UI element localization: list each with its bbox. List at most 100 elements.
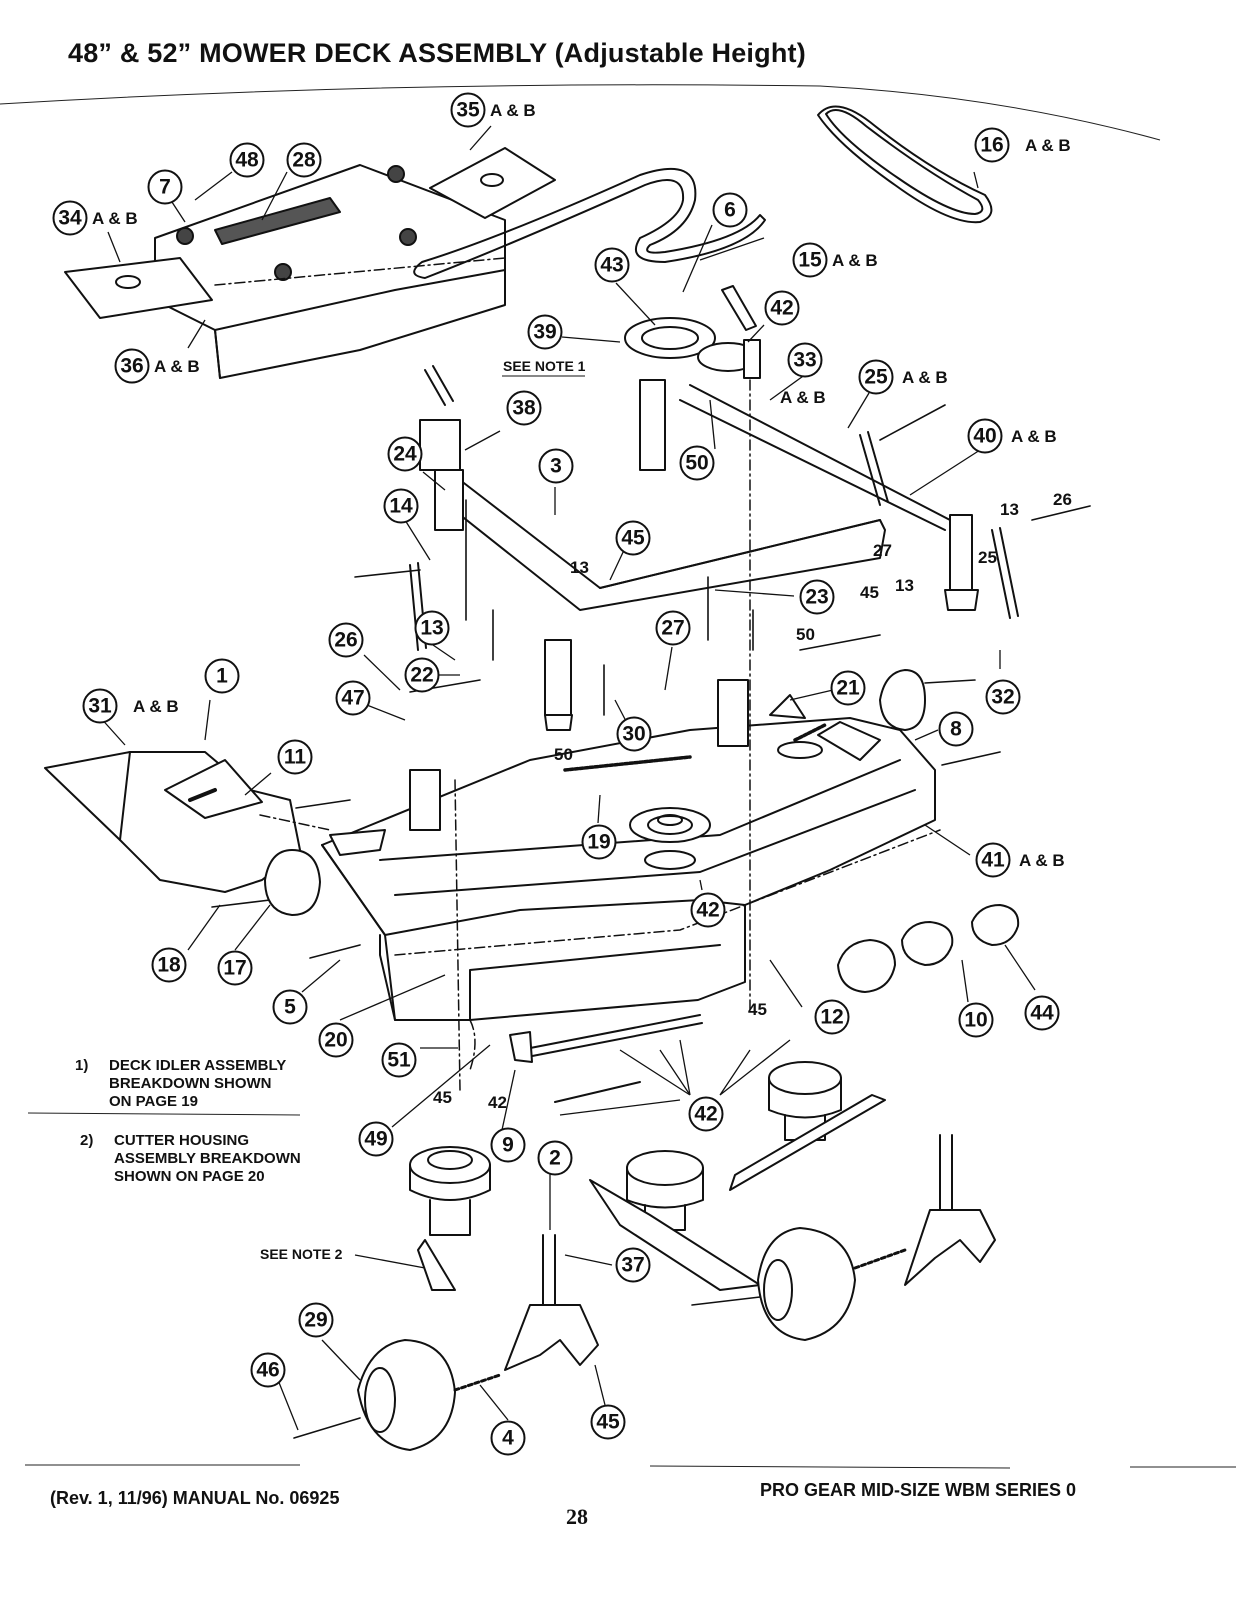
- callout-19: 19: [581, 824, 617, 860]
- callout-46: 46: [250, 1352, 286, 1388]
- side-rollers-drawing: [264, 669, 1020, 993]
- plain-label-27: 27: [873, 541, 892, 560]
- callout-21: 21: [830, 670, 866, 706]
- svg-text:A & B: A & B: [832, 251, 878, 270]
- svg-text:7: 7: [159, 176, 171, 199]
- callout-33: 33A & B: [780, 342, 826, 407]
- plain-label-13-right: 13: [1000, 500, 1019, 519]
- svg-text:22: 22: [410, 664, 433, 687]
- svg-text:32: 32: [991, 686, 1014, 709]
- plain-label-13-mid: 13: [895, 576, 914, 595]
- plain-label-50-lower: 50: [554, 745, 573, 764]
- callout-10: 10: [958, 1002, 994, 1038]
- svg-text:35: 35: [456, 99, 480, 122]
- leader-lines: [89, 125, 1036, 1431]
- mower-deck-artwork: [44, 105, 1091, 1451]
- svg-text:38: 38: [512, 397, 536, 420]
- svg-text:48: 48: [235, 149, 259, 172]
- svg-text:1: 1: [216, 665, 228, 688]
- callout-24: 24: [387, 436, 423, 472]
- callout-20: 20: [318, 1022, 354, 1058]
- svg-text:A & B: A & B: [154, 357, 200, 376]
- callout-2: 2: [537, 1140, 573, 1176]
- svg-text:49: 49: [364, 1128, 387, 1151]
- discharge-chute-drawing: [44, 751, 301, 893]
- plain-label-50-upper: 50: [796, 625, 815, 644]
- idler-pulley-drawing: [624, 285, 761, 471]
- svg-text:15: 15: [798, 249, 822, 272]
- callout-28: 28: [286, 142, 322, 178]
- lift-frame-drawing: [409, 365, 1019, 731]
- callout-27: 27: [655, 610, 691, 646]
- callout-26: 26: [328, 622, 364, 658]
- svg-text:45: 45: [621, 527, 645, 550]
- callout-51: 51: [381, 1042, 417, 1078]
- callout-4: 4: [490, 1420, 526, 1456]
- footer-manual-number: (Rev. 1, 11/96) MANUAL No. 06925: [50, 1488, 340, 1508]
- svg-text:10: 10: [964, 1009, 987, 1032]
- callout-45-lower: 45: [590, 1404, 626, 1440]
- callout-49: 49: [358, 1121, 394, 1157]
- leveling-rod-drawing: [509, 1014, 703, 1103]
- callout-42-upper: 42: [764, 290, 800, 326]
- plain-label-45-under: 45: [433, 1088, 452, 1107]
- callout-50: 50: [679, 445, 715, 481]
- callout-37: 37: [615, 1247, 651, 1283]
- svg-text:11: 11: [284, 746, 307, 769]
- callout-47: 47: [335, 680, 371, 716]
- svg-text:42: 42: [696, 899, 719, 922]
- callout-30: 30: [616, 716, 652, 752]
- cutter-housings-drawing: [409, 1061, 886, 1291]
- callout-22: 22: [404, 657, 440, 693]
- plain-label-25: 25: [978, 548, 997, 567]
- footer-series: PRO GEAR MID-SIZE WBM SERIES 0: [760, 1480, 1077, 1500]
- svg-text:A & B: A & B: [1019, 851, 1065, 870]
- belt-shield-drawing: [154, 164, 506, 379]
- callout-1: 1: [204, 658, 240, 694]
- svg-text:39: 39: [533, 321, 556, 344]
- see-note-1-label: SEE NOTE 1: [503, 358, 586, 374]
- callout-42-lower: 42: [688, 1096, 724, 1132]
- callout-43: 43: [594, 247, 630, 283]
- svg-text:36: 36: [120, 355, 143, 378]
- svg-text:A & B: A & B: [780, 388, 826, 407]
- svg-text:13: 13: [420, 617, 443, 640]
- svg-text:26: 26: [334, 629, 357, 652]
- svg-text:5: 5: [284, 996, 296, 1019]
- svg-text:23: 23: [805, 586, 828, 609]
- callout-8: 8: [938, 711, 974, 747]
- svg-text:4: 4: [502, 1427, 514, 1450]
- svg-text:43: 43: [600, 254, 623, 277]
- callout-9: 9: [490, 1127, 526, 1163]
- callout-29: 29: [298, 1302, 334, 1338]
- svg-text:31: 31: [88, 695, 112, 718]
- svg-text:A & B: A & B: [92, 209, 138, 228]
- callout-39: 39: [527, 314, 563, 350]
- page-title: 48” & 52” MOWER DECK ASSEMBLY (Adjustabl…: [68, 38, 806, 68]
- callout-7: 7: [147, 169, 183, 205]
- callout-6: 6: [712, 192, 748, 228]
- svg-text:42: 42: [770, 297, 793, 320]
- callout-42-center: 42: [690, 892, 726, 928]
- svg-text:3: 3: [550, 455, 562, 478]
- plain-label-13: 13: [570, 558, 589, 577]
- svg-text:17: 17: [223, 957, 246, 980]
- callout-36: 36 A & B: [114, 348, 200, 384]
- svg-text:29: 29: [304, 1309, 327, 1332]
- center-lines-drawing: [214, 257, 941, 1091]
- callout-32: 32: [985, 679, 1021, 715]
- plain-part-labels: 13 26 27 45 13 25 13 50 50 45 45 42: [433, 490, 1072, 1112]
- svg-text:46: 46: [256, 1359, 279, 1382]
- callout-12: 12: [814, 999, 850, 1035]
- callout-11: 11: [277, 739, 313, 775]
- callout-48: 48: [229, 142, 265, 178]
- svg-text:30: 30: [622, 723, 645, 746]
- callout-45-mid: 45: [615, 520, 651, 556]
- svg-text:2: 2: [549, 1147, 561, 1170]
